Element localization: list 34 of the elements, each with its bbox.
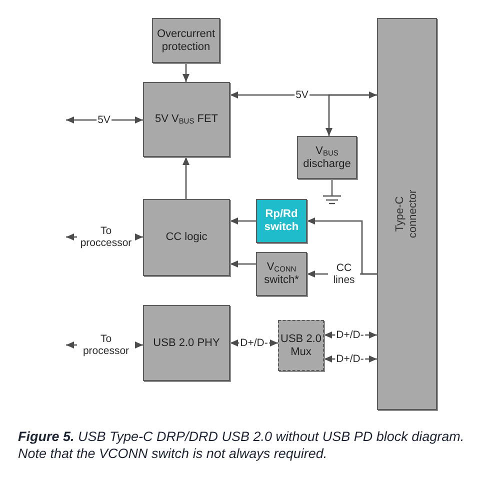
function-block [143,199,230,276]
block-label: 5V V$_{BUS}$ FET [154,113,218,126]
connector-arrow [230,92,377,98]
block-label: CC logic [166,231,208,244]
edge-label: To proccessor [77,225,135,249]
block-label: V$_{CONN}$ switch* [263,261,300,287]
edge-label: D+/D- [239,337,269,349]
edge-label: D+/D- [335,329,365,341]
function-block [143,82,230,157]
function-block [297,136,357,179]
connector-arrow [66,116,143,124]
mux-block [278,320,324,371]
function-block [143,305,230,381]
block-label: USB 2.0 Mux [280,332,322,358]
edge-label: To processor [77,333,135,357]
block-label: USB 2.0 PHY [153,336,220,350]
switch-block [256,199,307,243]
edge-label: CC lines [328,262,360,286]
connector-arrow [230,260,256,268]
edge-label: 5V [294,89,310,101]
block-label: Overcurrent protection [156,28,216,54]
connector-arrow [182,157,190,199]
connector-arrow [326,94,377,136]
function-block [152,18,220,63]
figure-caption: Figure 5. USB Type-C DRP/DRD USB 2.0 without USB PD block diagram. Note that the VCONN switch is not always required. [18,428,466,462]
connector-block [377,18,437,410]
connector-arrow [230,218,256,224]
edge-label: D+/D- [335,353,365,365]
block-label: V$_{BUS}$ discharge [302,144,352,170]
connector-arrow [182,63,190,82]
block-label: Rp/Rd switch [263,208,300,234]
connector-label: Type-C connector [394,188,420,240]
edge-label: 5V [96,114,112,126]
function-block [256,252,307,296]
